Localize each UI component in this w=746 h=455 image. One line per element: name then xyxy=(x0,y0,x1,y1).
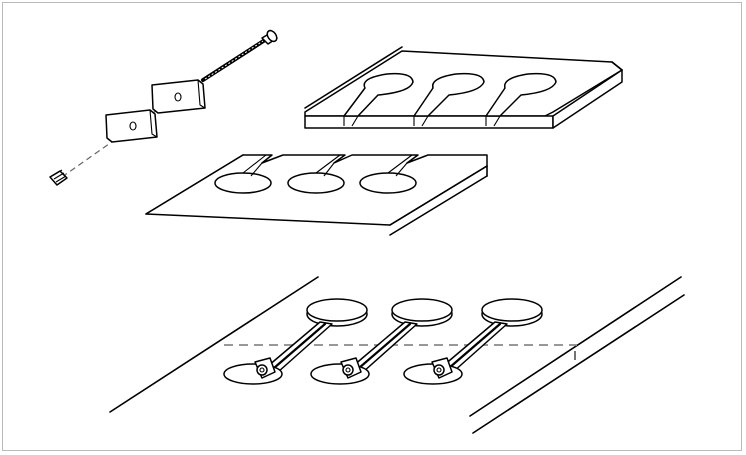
upper-slotted-sheet xyxy=(304,46,623,129)
bolt xyxy=(201,29,278,82)
assembled-view xyxy=(109,276,685,434)
spacer-plate-front xyxy=(105,109,158,143)
assembled-fastener-2 xyxy=(310,298,453,385)
middle-keyhole-slot-1 xyxy=(214,154,272,194)
upper-keyhole-slot-3 xyxy=(485,72,557,127)
nut xyxy=(49,169,68,186)
upper-keyhole-slot-2 xyxy=(413,72,485,127)
middle-slotted-sheet xyxy=(145,154,488,236)
assembled-fastener-3 xyxy=(403,298,543,385)
assembled-fastener-1 xyxy=(223,298,368,385)
exploded-hardware xyxy=(49,29,278,186)
upper-keyhole-slot-1 xyxy=(343,72,414,127)
spacer-plate-rear xyxy=(151,79,206,114)
middle-keyhole-slot-2 xyxy=(287,154,345,194)
middle-keyhole-slot-3 xyxy=(359,154,417,194)
